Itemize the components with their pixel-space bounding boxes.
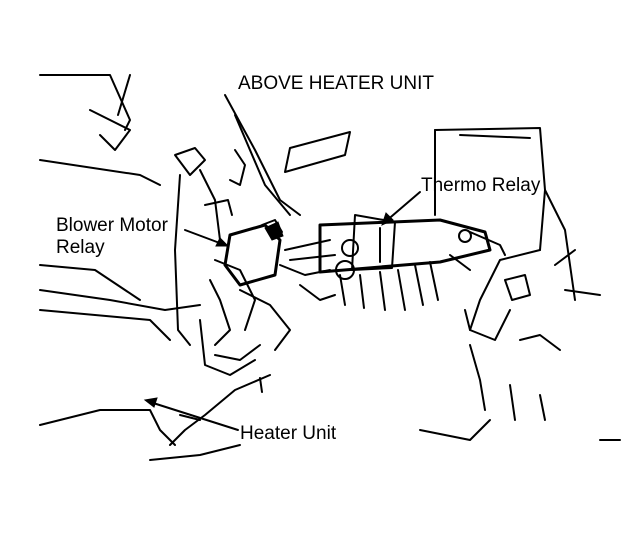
dash-structure [39,74,301,346]
relay-bracket [318,214,506,311]
heater-unit-leader [149,401,239,431]
leader-lines [143,191,421,431]
diagram-title: ABOVE HEATER UNIT [238,73,435,94]
blower-motor-relay-label-line2: Relay [56,237,105,258]
housing-right [419,127,621,441]
blower-motor-relay-label: Blower Motor Relay [56,215,168,259]
heater-unit-label: Heater Unit [240,423,337,444]
thermo-relay-label: Thermo Relay [421,175,541,196]
blower-motor-relay-label-line1: Blower Motor [56,215,168,236]
heater-unit-arrowhead [143,397,158,408]
thermo-relay-arrowhead [381,212,394,226]
blower-motor-relay-cluster [199,219,359,376]
heater-unit-outline [39,374,271,461]
bracket-plate [284,131,351,173]
thermo-relay-leader [384,191,421,223]
blower-relay-arrowhead [215,237,230,247]
